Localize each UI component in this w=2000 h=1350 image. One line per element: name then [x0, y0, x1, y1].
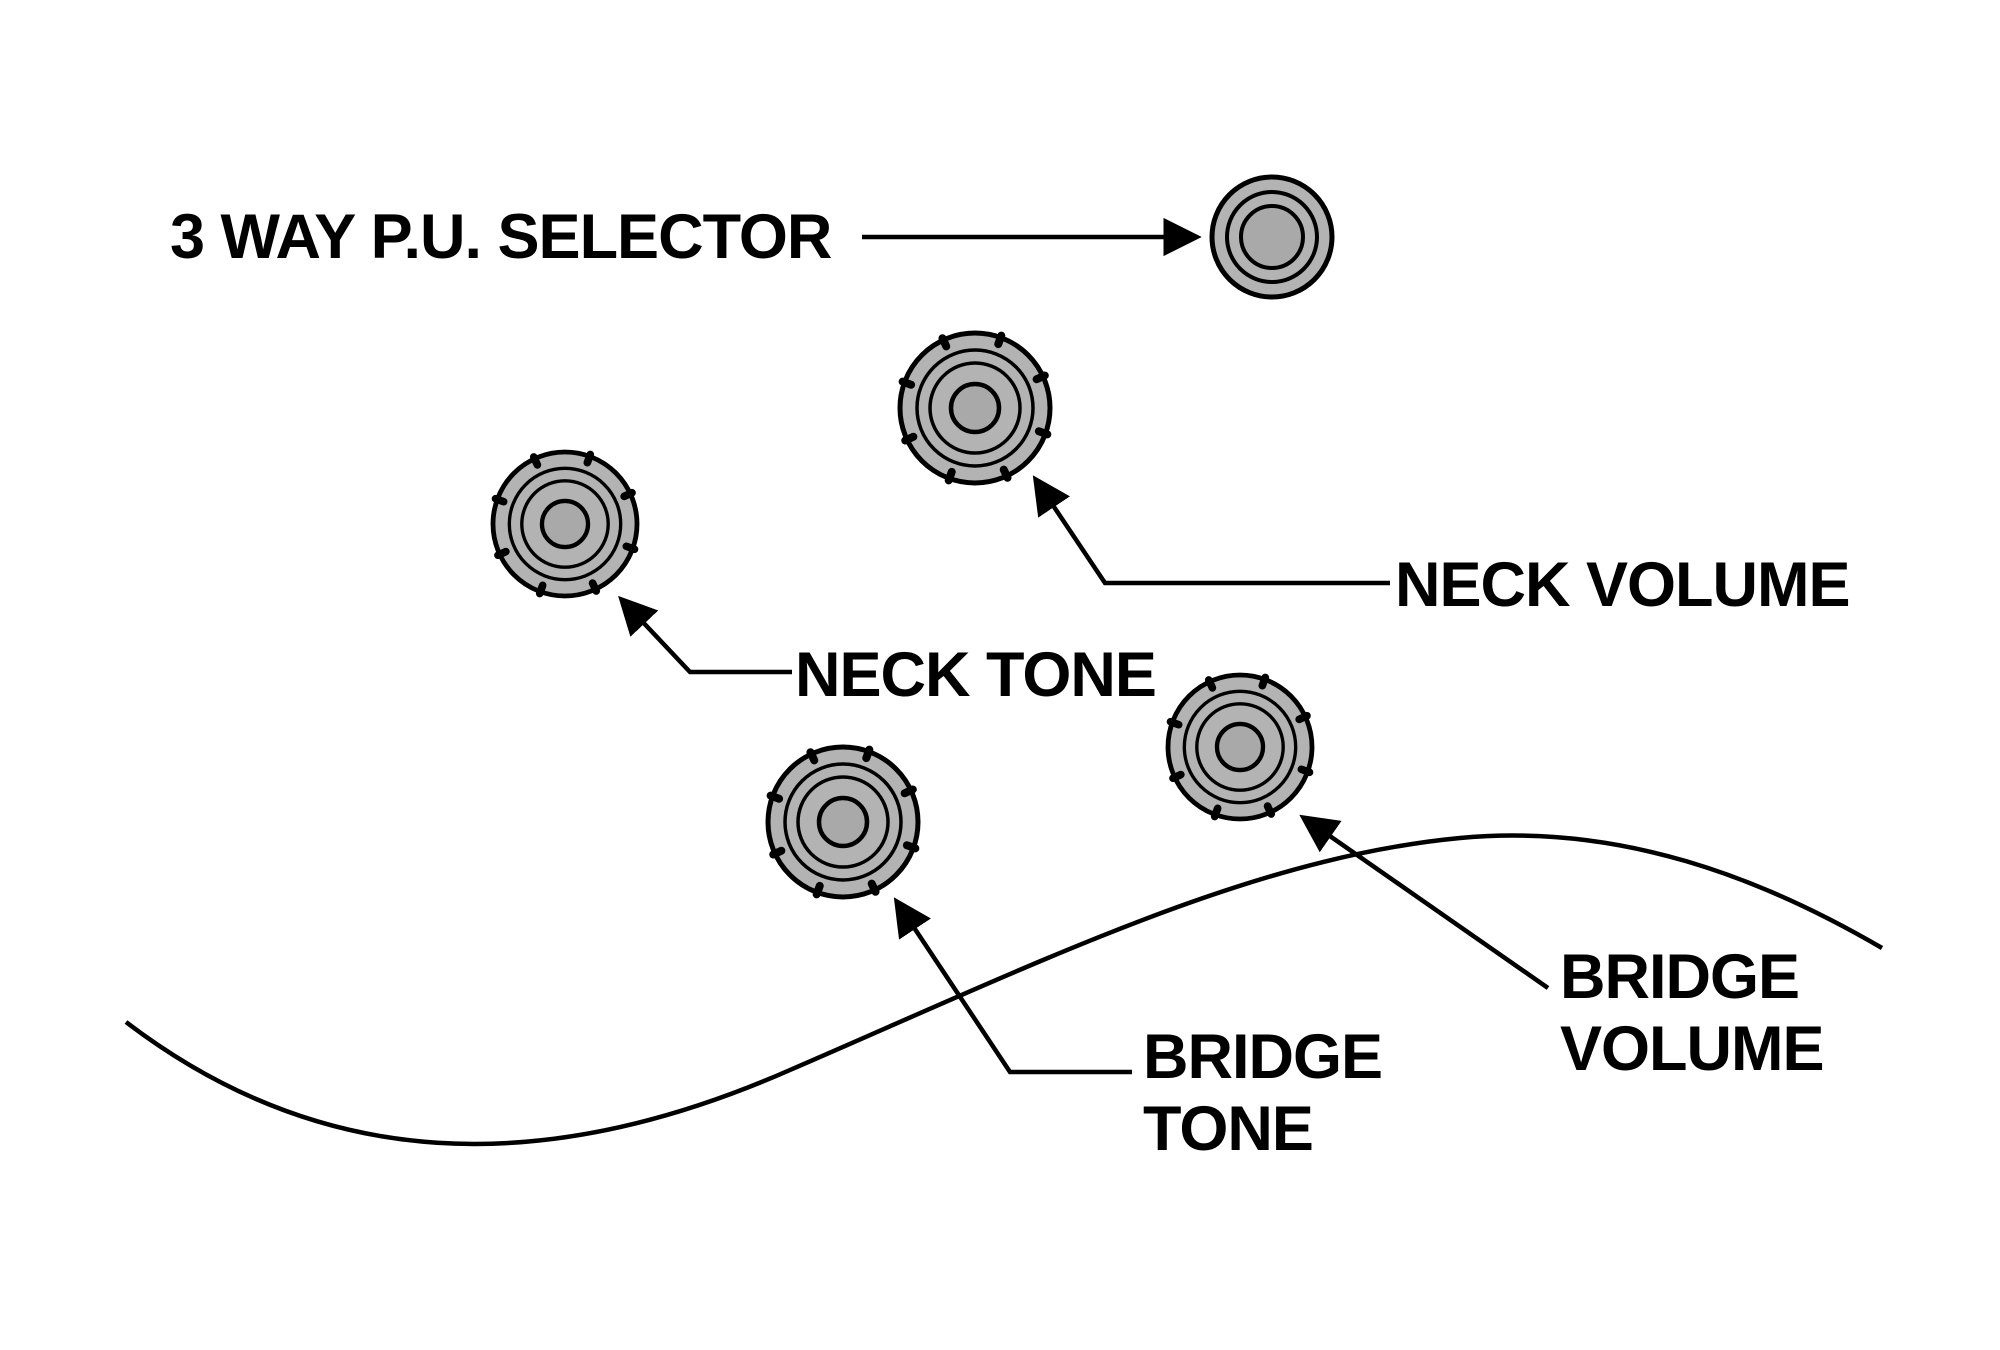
neck-volume-knob: [900, 333, 1050, 483]
bridge-tone-arrow: [893, 897, 1132, 1075]
selector-label: 3 WAY P.U. SELECTOR: [170, 202, 832, 272]
bridge-volume-knob: [1168, 675, 1312, 819]
neck-tone-knob: [493, 452, 637, 596]
bridge-tone-label-line2: TONE: [1143, 1094, 1313, 1164]
bridge-tone-knob: [768, 747, 918, 897]
3-way-pickup-selector-knob: [1212, 177, 1332, 297]
bridge-volume-label-line1: BRIDGE: [1560, 942, 1799, 1012]
bridge-volume-label: BRIDGE VOLUME: [1560, 942, 1825, 1084]
bridge-volume-arrow: [1299, 814, 1550, 990]
bridge-tone-label: BRIDGE TONE: [1143, 1022, 1383, 1164]
guitar-body-outline: [124, 833, 1884, 1147]
neck-volume-arrow: [1032, 475, 1390, 586]
bridge-tone-label-line1: BRIDGE: [1143, 1022, 1382, 1092]
neck-volume-label: NECK VOLUME: [1395, 550, 1850, 620]
neck-tone-label: NECK TONE: [795, 640, 1156, 710]
neck-tone-arrow: [618, 595, 792, 675]
bridge-volume-label-line2: VOLUME: [1560, 1014, 1824, 1084]
